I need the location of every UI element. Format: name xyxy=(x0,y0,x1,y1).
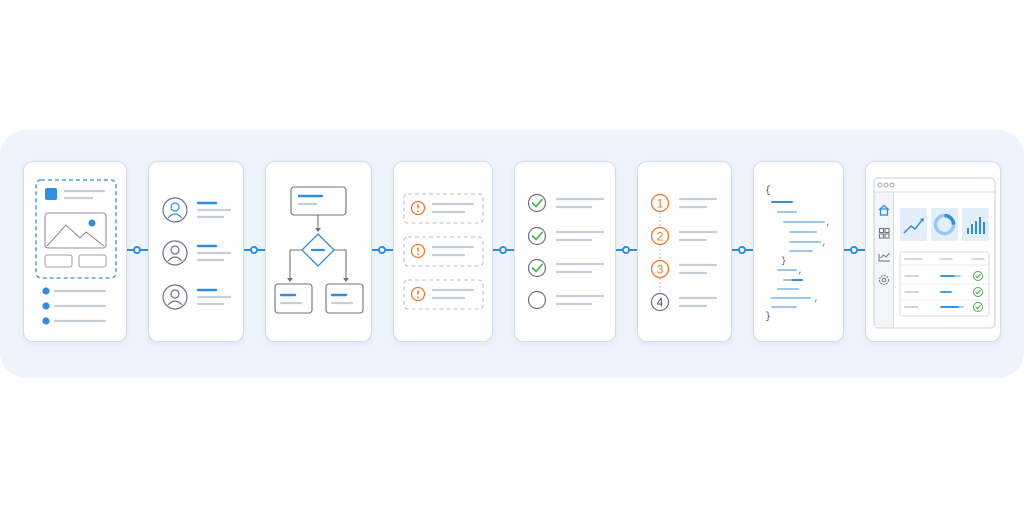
code-card: { , , } , , } xyxy=(753,161,844,342)
numbered-steps-illustration: 1 2 3 4 xyxy=(650,193,718,312)
flowchart-illustration xyxy=(274,186,364,314)
dashboard-illustration xyxy=(873,177,996,329)
bullet-dot-icon xyxy=(42,302,50,310)
window-dot-icon xyxy=(883,182,889,188)
grid-icon xyxy=(879,228,890,239)
check-circle-icon xyxy=(973,287,983,297)
bullet-dot-icon xyxy=(42,317,50,325)
window-dot-icon xyxy=(889,182,895,188)
user-list-illustration xyxy=(162,197,232,310)
dashboard-card xyxy=(865,161,1001,342)
step-number-1: 1 xyxy=(657,197,664,211)
window-dot-icon xyxy=(877,182,883,188)
code-close-brace: } xyxy=(765,311,771,323)
step-circle-2 xyxy=(650,226,670,246)
numbered-steps-card: 1 2 3 4 xyxy=(637,161,732,342)
logo-square-icon xyxy=(45,188,57,200)
image-placeholder-icon xyxy=(44,212,107,249)
wireframe-card xyxy=(23,161,127,342)
check-circle-icon xyxy=(527,226,547,246)
warning-icon xyxy=(410,200,426,216)
check-circle-icon xyxy=(527,193,547,213)
home-icon xyxy=(878,204,890,216)
bullet-dot-icon xyxy=(42,287,50,295)
connector-node-1 xyxy=(133,246,141,254)
chart-icon xyxy=(878,252,890,262)
wireframe-illustration xyxy=(35,179,117,325)
gear-icon xyxy=(879,275,889,285)
code-comma: , xyxy=(822,239,827,248)
connector-node-6 xyxy=(738,246,746,254)
check-circle-icon xyxy=(527,258,547,278)
warning-icon xyxy=(410,243,426,259)
user-avatar-icon xyxy=(162,197,188,223)
user-profiles-card xyxy=(148,161,244,342)
user-avatar-icon xyxy=(162,284,188,310)
step-circle-4 xyxy=(650,292,670,312)
connector-node-3 xyxy=(378,246,386,254)
warnings-illustration xyxy=(403,193,484,310)
checklist-illustration xyxy=(527,193,605,310)
flowchart-card xyxy=(265,161,372,342)
connector-node-2 xyxy=(250,246,258,254)
checklist-card xyxy=(514,161,616,342)
trend-up-icon xyxy=(903,218,924,234)
code-inner-close-brace: } xyxy=(781,256,786,266)
check-circle-icon xyxy=(973,302,983,312)
step-number-3: 3 xyxy=(657,263,664,277)
code-illustration: { , , } , , } xyxy=(765,185,831,323)
step-circle-3 xyxy=(650,259,670,279)
connector-node-4 xyxy=(499,246,507,254)
check-circle-icon xyxy=(973,271,983,281)
connector-node-5 xyxy=(622,246,630,254)
step-number-2: 2 xyxy=(657,230,664,244)
warning-icon xyxy=(410,286,426,302)
code-comma: , xyxy=(814,295,819,304)
empty-circle-icon xyxy=(527,290,547,310)
step-number-4: 4 xyxy=(657,296,664,310)
code-comma: , xyxy=(826,219,831,228)
warnings-card xyxy=(393,161,493,342)
decision-diamond-icon xyxy=(301,233,335,267)
connector-node-7 xyxy=(850,246,858,254)
user-avatar-icon xyxy=(162,240,188,266)
bar-chart-icon xyxy=(967,217,985,234)
code-comma: , xyxy=(798,267,803,276)
step-circle-1 xyxy=(650,193,670,213)
code-open-brace: { xyxy=(765,185,771,197)
